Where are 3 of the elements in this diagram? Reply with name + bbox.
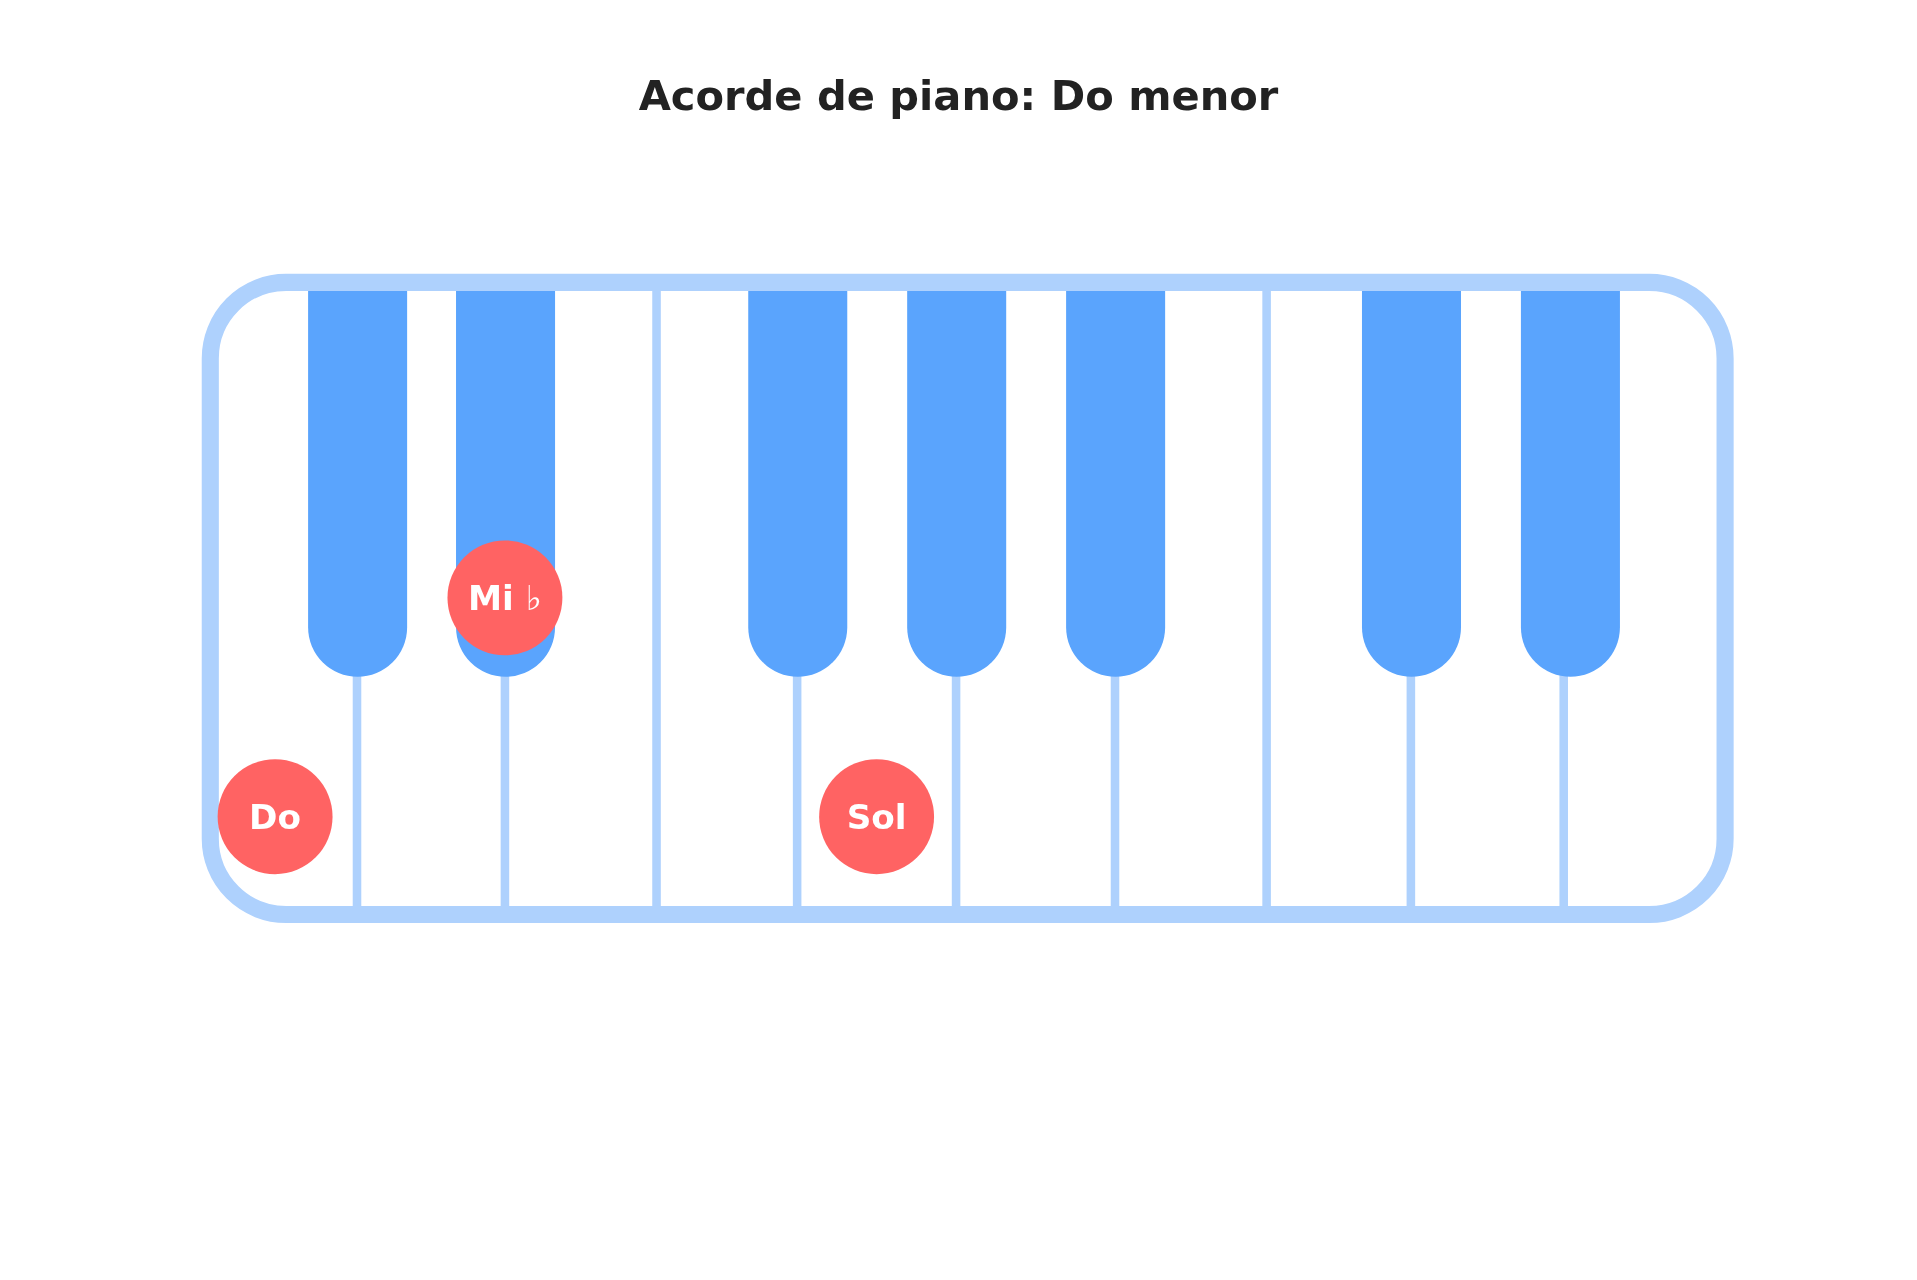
note-marker: Do — [217, 759, 333, 875]
note-marker: Sol — [819, 759, 935, 875]
diagram-title: Acorde de piano: Do menor — [638, 70, 1279, 120]
